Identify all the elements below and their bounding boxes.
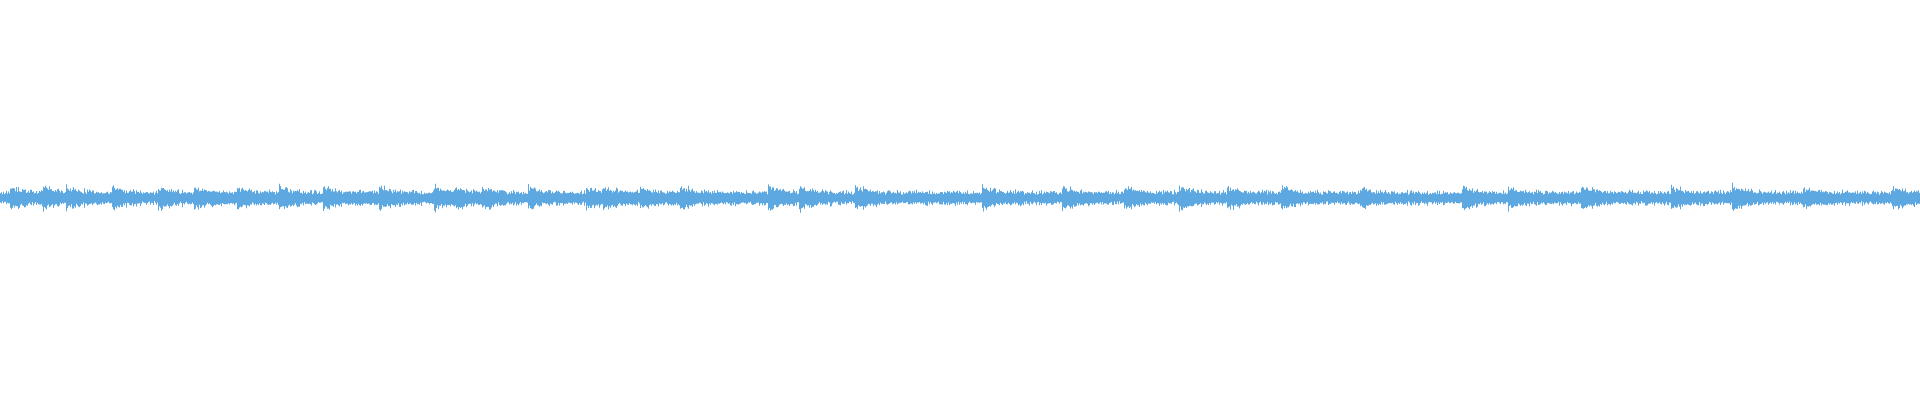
waveform-container [0,0,1920,400]
audio-waveform[interactable] [0,0,1920,400]
